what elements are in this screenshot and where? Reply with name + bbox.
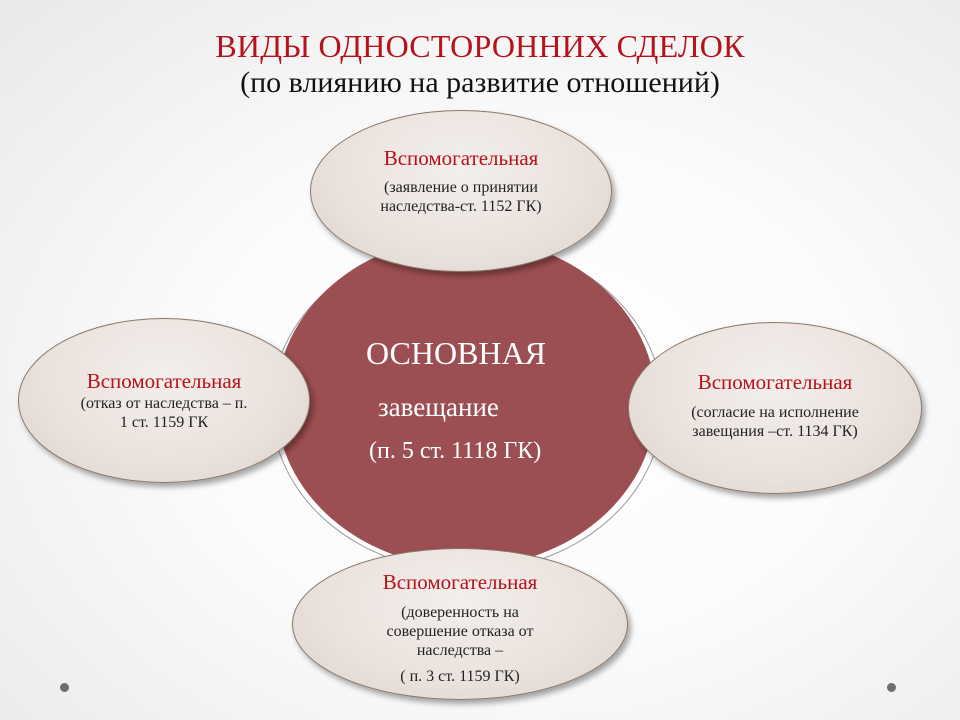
center-label: ОСНОВНАЯ <box>366 335 546 371</box>
slide-title: ВИДЫ ОДНОСТОРОННИХ СДЕЛОК <box>215 28 745 64</box>
satellite-right-heading: Вспомогательная <box>697 370 853 394</box>
satellite-left-line-1: (отказ от наследства – п. <box>80 395 248 412</box>
center-type: завещание <box>378 392 499 422</box>
satellite-bottom-heading: Вспомогательная <box>382 570 538 594</box>
decorative-dot-left-icon <box>60 683 69 692</box>
slide-subtitle: (по влиянию на развитие отношений) <box>240 66 720 99</box>
decorative-dot-right-icon <box>887 683 896 692</box>
satellite-left-line-2: 1 ст. 1159 ГК <box>119 414 209 431</box>
satellite-bubble-bottom <box>292 548 628 700</box>
satellite-top-heading: Вспомогательная <box>383 146 539 170</box>
satellite-bubble-left <box>18 318 310 483</box>
satellite-top-line-1: (заявление о принятии <box>384 179 538 196</box>
satellite-bubble-right <box>628 322 922 494</box>
satellite-bottom-line-3: наследства – <box>416 642 504 659</box>
satellite-top-line-2: наследства-ст. 1152 ГК) <box>380 198 542 215</box>
satellite-bottom-line-4: ( п. 3 ст. 1159 ГК) <box>400 668 520 685</box>
satellite-left-heading: Вспомогательная <box>86 369 242 393</box>
satellite-bottom-line-2: совершение отказа от <box>386 623 534 640</box>
satellite-right-line-1: (согласие на исполнение <box>691 404 859 421</box>
satellite-bubble-top <box>310 110 612 272</box>
center-reference: (п. 5 ст. 1118 ГК) <box>369 438 542 464</box>
satellite-right-line-2: завещания –ст. 1134 ГК) <box>692 423 858 440</box>
satellite-bottom-line-1: (доверенность на <box>401 604 519 621</box>
center-circle-main-transaction <box>276 237 656 567</box>
